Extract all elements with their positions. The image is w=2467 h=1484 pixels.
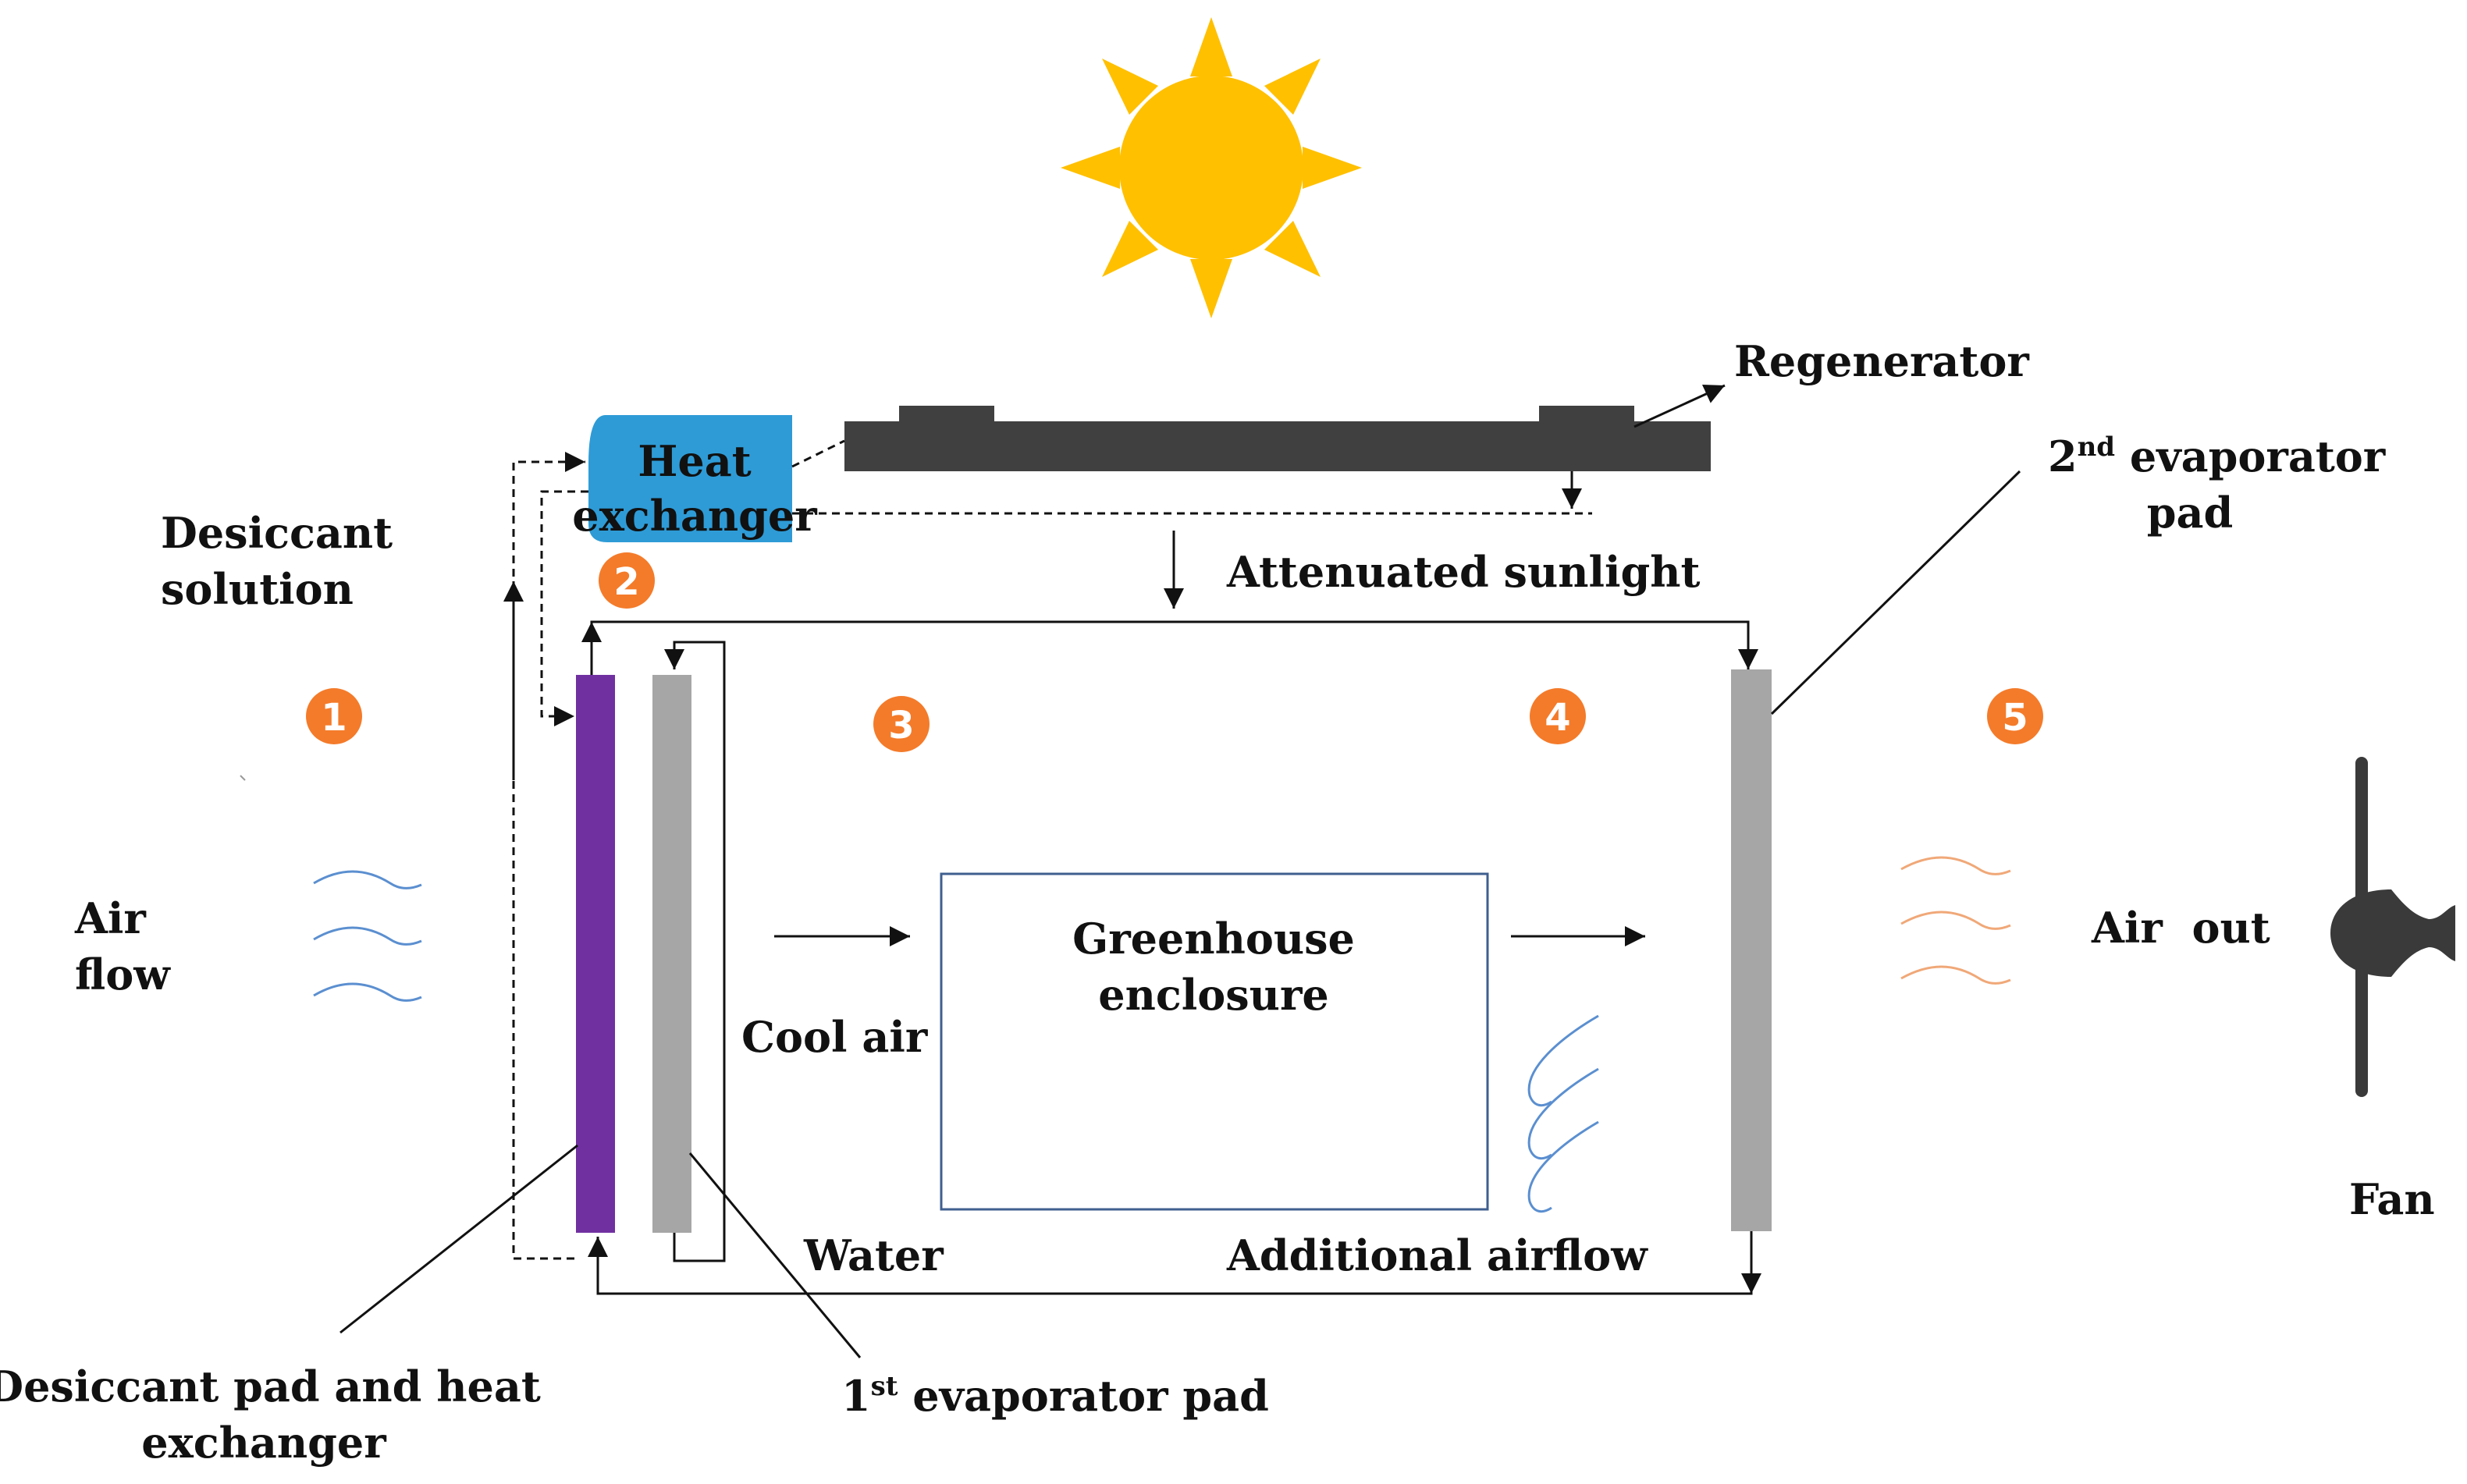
heat-exchanger-label-line2: exchanger [572, 491, 817, 541]
first-pad-rest: evaporator pad [898, 1371, 1268, 1421]
sun-rays [1061, 17, 1362, 318]
stage-marker-1: 1 [306, 688, 362, 744]
second-pad-pointer [1770, 470, 2021, 715]
desiccant-solution-label-line2: solution [161, 564, 354, 614]
top-water-line [590, 620, 1758, 675]
sun-disc [1119, 76, 1303, 260]
first-pad-pointer [688, 1152, 862, 1358]
fan-hub [2330, 889, 2455, 977]
stage-marker-3: 3 [873, 696, 930, 752]
fan-icon [2330, 757, 2455, 1097]
dashed-desiccant-loop [512, 452, 585, 1260]
regenerator-label: Regenerator [1734, 336, 2029, 386]
desiccant-pad [576, 675, 615, 1233]
air-out-label: Air out [2091, 903, 2270, 953]
regenerator [844, 406, 1711, 471]
heat-exchanger-label-line1: Heat [638, 436, 751, 486]
air-flow-label-line2: flow [75, 950, 171, 999]
stage-marker-1-text: 1 [321, 696, 347, 740]
wave-icon [313, 870, 422, 1002]
evaporator-loop [664, 641, 726, 1262]
first-pad-sup: st [871, 1371, 898, 1402]
wave-icon [1900, 856, 2011, 985]
regenerator-bump-left [899, 406, 994, 423]
fan-label: Fan [2349, 1174, 2435, 1224]
air-flow-label-line1: Air [74, 893, 146, 943]
desiccant-pad-label-line2: exchanger [141, 1418, 386, 1468]
first-evaporator-pad [652, 675, 691, 1233]
desiccant-pad-pointer [339, 1144, 578, 1334]
sun-icon [1061, 17, 1362, 318]
stage-marker-2-text: 2 [613, 560, 639, 604]
dashed-hx-to-desiccant-pad [540, 490, 588, 726]
regenerator-body [844, 421, 1711, 471]
desiccant-solution-label-line1: Desiccant [161, 508, 393, 558]
second-evaporator-pad [1731, 669, 1772, 1231]
greenhouse-label-line1: Greenhouse [1072, 914, 1355, 964]
wave-icon [1527, 1014, 1599, 1213]
stage-marker-4-text: 4 [1545, 696, 1570, 740]
additional-airflow-label: Additional airflow [1226, 1230, 1648, 1280]
stage-marker-2: 2 [599, 552, 655, 609]
greenhouse-enclosure [940, 872, 1489, 1211]
first-pad-prefix: 1 [841, 1371, 871, 1421]
first-pad-label: 1st evaporator pad [841, 1371, 1269, 1421]
stage-marker-3-text: 3 [888, 704, 914, 747]
stage-marker-5-text: 5 [2002, 696, 2028, 740]
regenerator-bump-right [1539, 406, 1634, 423]
greenhouse-label-line2: enclosure [1098, 970, 1329, 1020]
attenuated-sunlight-label: Attenuated sunlight [1226, 547, 1701, 597]
heat-exchanger-box [588, 415, 792, 542]
desiccant-pad-label-line1: Desiccant pad and heat [0, 1362, 541, 1411]
second-pad-sup: nd [2078, 431, 2116, 463]
second-pad-label-line1: 2nd evaporator [2048, 431, 2386, 481]
regenerator-pointer [1633, 384, 1726, 428]
water-label: Water [803, 1230, 944, 1280]
stage-marker-4: 4 [1530, 688, 1586, 744]
second-pad-prefix: 2 [2048, 431, 2078, 481]
stage-marker-5: 5 [1987, 688, 2043, 744]
cool-air-label: Cool air [741, 1012, 928, 1062]
dashed-regen-to-hx [791, 439, 845, 468]
stray-mark [240, 775, 246, 781]
second-pad-rest: evaporator [2115, 431, 2386, 481]
second-pad-label-line2: pad [2147, 488, 2234, 538]
